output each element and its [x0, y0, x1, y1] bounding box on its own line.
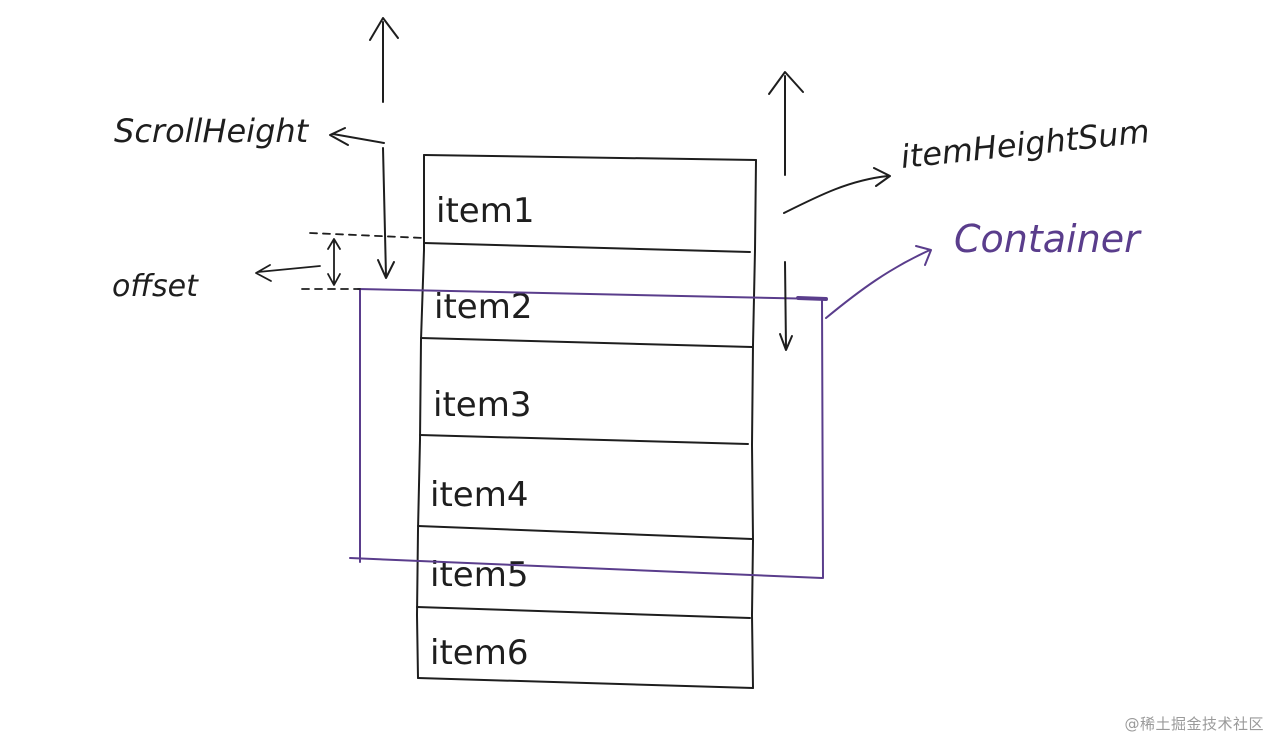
offset-pointer [255, 264, 321, 282]
container-right [821, 298, 824, 579]
watermark: @稀土掘金技术社区 [1124, 715, 1264, 733]
item-label: item4 [430, 475, 528, 515]
container-bottom [349, 557, 823, 579]
container-top-mark [796, 296, 828, 301]
item-separator-1 [423, 242, 751, 253]
item-separator-5 [416, 606, 751, 619]
scroll-height-down-arrow [377, 147, 395, 279]
item-label: item2 [434, 287, 532, 327]
item-separator-3 [419, 434, 749, 445]
item-label: item1 [436, 191, 534, 231]
item-height-sum-down-arrow [779, 261, 793, 351]
item-height-sum-pointer [783, 167, 891, 214]
scroll-height-up-arrow [369, 17, 399, 103]
list-bottom-line [417, 677, 754, 689]
item-label: item3 [433, 385, 531, 425]
container-box [349, 288, 828, 579]
scroll-height-label: ScrollHeight [114, 112, 310, 150]
offset-double-arrow [327, 238, 341, 286]
list-right-edge [750, 159, 757, 689]
item-list [415, 154, 757, 689]
scroll-height-indicator [329, 17, 399, 279]
item-height-sum-indicator [768, 71, 891, 351]
list-left-edge [415, 154, 425, 679]
item-height-sum-label: itemHeightSum [899, 112, 1151, 176]
container-pointer [825, 245, 932, 319]
offset-top-dashed [309, 232, 425, 239]
scroll-height-pointer [329, 127, 385, 146]
item-separator-2 [420, 337, 753, 348]
item-label: item6 [430, 633, 528, 673]
offset-indicator [255, 232, 425, 290]
item-height-sum-up-arrow [768, 71, 804, 176]
container-indicator [825, 245, 932, 319]
container-label: Container [954, 217, 1142, 261]
item-separator-4 [417, 525, 753, 540]
container-top [357, 288, 823, 300]
item-labels: item1 item2 item3 item4 item5 item6 [430, 191, 534, 673]
offset-label: offset [112, 269, 199, 304]
list-top-line [423, 154, 757, 161]
item-label: item5 [430, 555, 528, 595]
